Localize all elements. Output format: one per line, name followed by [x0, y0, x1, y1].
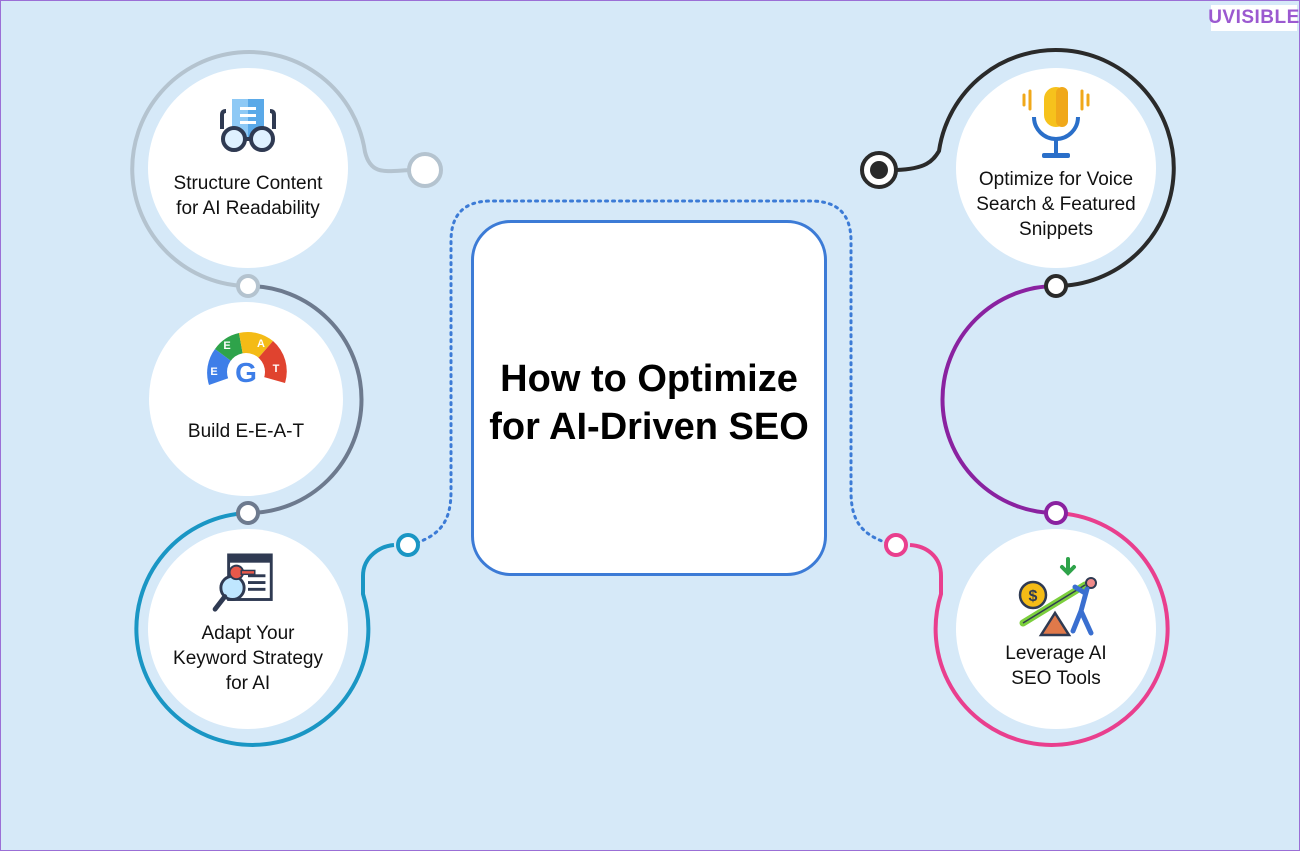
step-structure-content: Structure Content for AI Readability: [158, 95, 338, 221]
disc-step-2: [149, 302, 343, 496]
knob: [1044, 501, 1068, 525]
ring-step-1: [130, 50, 412, 288]
knob: [236, 274, 260, 298]
knob: [884, 533, 908, 557]
step-label: Optimize for Voice Search & Featured Sni…: [976, 169, 1136, 240]
knob: [407, 152, 443, 188]
center-title: How to Optimize for AI-Driven SEO: [489, 358, 809, 448]
step-label: Structure Content for AI Readability: [173, 173, 323, 219]
ring-step-5: [909, 511, 1170, 747]
keyword-search-icon: [212, 553, 273, 612]
seesaw-lever-icon: $: [1018, 557, 1097, 637]
knob: [236, 501, 260, 525]
microphone-icon: [1022, 87, 1090, 158]
disc-step-1: [148, 68, 348, 268]
svg-text:G: G: [235, 357, 257, 388]
svg-text:$: $: [1029, 588, 1038, 605]
eeat-letter: A: [257, 338, 265, 350]
ring-step-3: [134, 511, 395, 747]
google-eeat-icon: G E E A T: [207, 332, 287, 391]
ring-purple-arc: [940, 284, 1057, 515]
step-label: Adapt Your Keyword Strategy for AI: [173, 623, 323, 694]
eeat-letter: E: [223, 340, 230, 352]
knob: [1044, 274, 1068, 298]
step-voice-search: Optimize for Voice Search & Featured Sni…: [961, 83, 1151, 242]
disc-step-4: [956, 68, 1156, 268]
brand-logo: UVISIBLE: [1208, 5, 1299, 31]
step-keyword-strategy: Adapt Your Keyword Strategy for AI: [158, 553, 338, 696]
step-build-eeat: G E E A T Build E-E-A-T: [156, 327, 336, 444]
step-ai-seo-tools: $ Leverage AI SEO Tools: [966, 555, 1146, 691]
ring-step-2: [247, 284, 364, 515]
ring-step-4: [895, 48, 1176, 288]
knob: [870, 161, 888, 179]
knob: [396, 533, 420, 557]
disc-step-3: [148, 529, 348, 729]
eeat-letter: E: [210, 366, 217, 378]
eeat-letter: T: [273, 363, 280, 375]
reading-glasses-document-icon: [220, 99, 276, 152]
dotted-connector: [408, 199, 896, 547]
step-label: Leverage AI SEO Tools: [1005, 643, 1107, 689]
center-title-box: How to Optimize for AI-Driven SEO: [471, 220, 827, 576]
step-label: Build E-E-A-T: [187, 421, 305, 442]
